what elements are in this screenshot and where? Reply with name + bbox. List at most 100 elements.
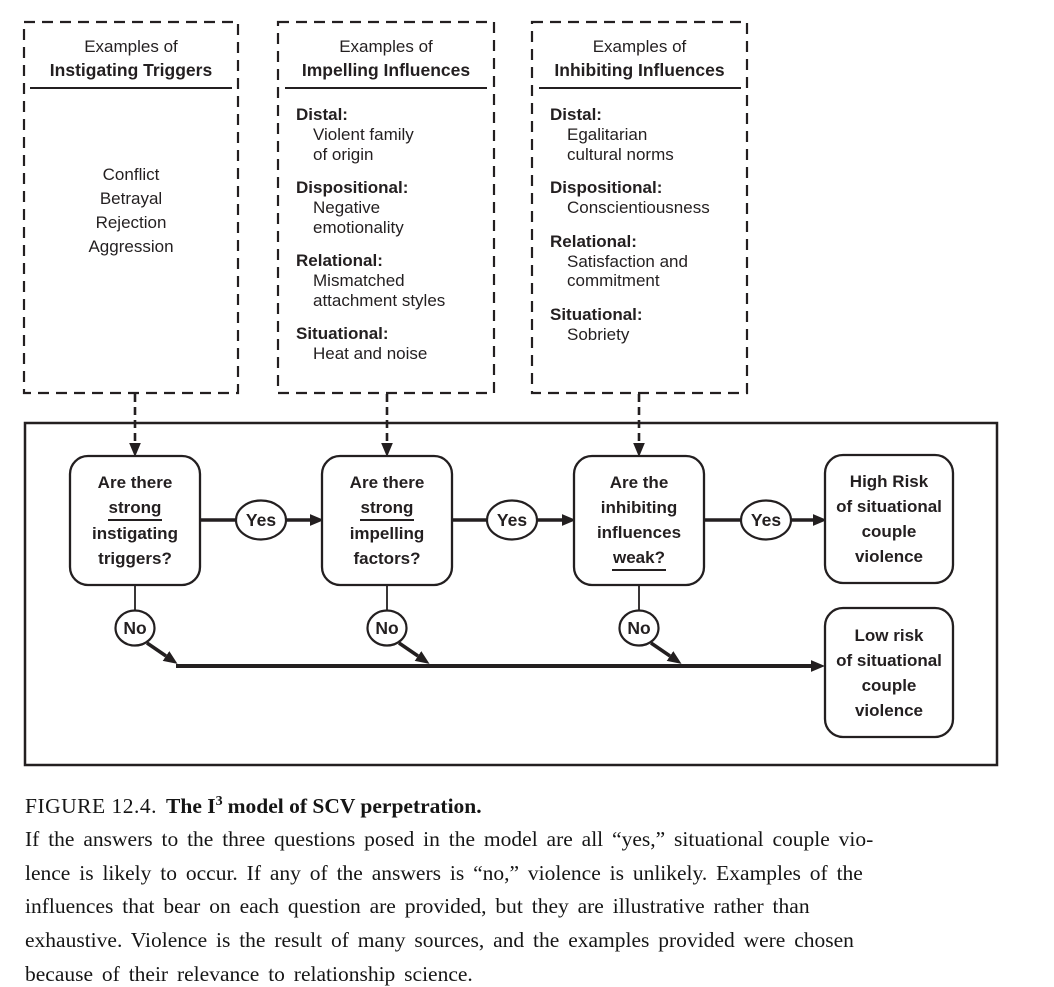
- panel-instigating-triggers: Examples of Instigating Triggers Conflic…: [24, 22, 238, 393]
- panel-heading: Examples of Instigating Triggers: [24, 22, 238, 89]
- panel-title-line1: Examples of: [84, 37, 178, 56]
- group-line: Negative: [313, 198, 381, 217]
- influence-group: Relational: Satisfaction and commitment: [532, 231, 747, 291]
- influence-group: Dispositional: Negative emotionality: [278, 177, 494, 237]
- yes-oval-3: [739, 499, 793, 541]
- group-line: commitment: [567, 271, 660, 290]
- caption-line: lence is likely to occur. If any of the …: [25, 860, 863, 885]
- instigating-item: Rejection: [95, 213, 167, 232]
- question-line: Are there: [349, 473, 425, 492]
- no-oval-3: [618, 609, 660, 647]
- no-oval-2: [366, 609, 408, 647]
- panel-heading: Examples of Inhibiting Influences: [532, 22, 747, 89]
- group-label: Relational:: [296, 251, 383, 270]
- question-3-text: Are the inhibiting influences weak?: [574, 456, 704, 585]
- group-line: Conscientiousness: [567, 198, 710, 217]
- figure-number: FIGURE 12.4.: [25, 794, 158, 819]
- outcome-line: of situational: [836, 650, 942, 670]
- caption-line: exhaustive. Violence is the result of ma…: [25, 927, 854, 952]
- panel-title-line2: Inhibiting Influences: [554, 60, 725, 80]
- yes-oval-1: [234, 499, 288, 541]
- yes-label-1: Yes: [245, 509, 277, 530]
- instigating-item: Conflict: [102, 165, 160, 184]
- underlined-word: strong: [107, 497, 163, 521]
- outcome-line: violence: [854, 700, 924, 720]
- question-line: strong: [107, 495, 163, 521]
- yes-label-2: Yes: [496, 509, 528, 530]
- panel-border-inhibiting: [530, 20, 749, 395]
- outcome-line: of situational: [836, 497, 942, 516]
- question-line: weak?: [612, 545, 666, 571]
- influence-group: Situational: Sobriety: [532, 304, 747, 345]
- instigating-item: Aggression: [88, 237, 174, 256]
- influence-group: Dispositional: Conscientiousness: [532, 177, 747, 218]
- panel-title-line1: Examples of: [592, 37, 687, 56]
- group-label: Dispositional:: [550, 178, 663, 197]
- group-line: Sobriety: [567, 324, 630, 344]
- group-line: Egalitarian: [567, 125, 648, 144]
- low-risk-text: Low risk of situational couple violence: [825, 608, 953, 737]
- group-label: Distal:: [296, 105, 348, 124]
- group-line: of origin: [313, 144, 374, 164]
- outcome-line: violence: [854, 547, 924, 566]
- outcome-line: couple: [861, 675, 917, 695]
- panel-title-line1: Examples of: [339, 37, 433, 56]
- question-line: inhibiting: [600, 498, 678, 517]
- no-arrow-3: [650, 641, 682, 664]
- superscript-3: 3: [215, 794, 223, 809]
- group-line: Mismatched: [313, 271, 405, 290]
- panel-border-impelling: [276, 20, 496, 395]
- underlined-word: weak?: [612, 547, 666, 571]
- influence-group: Relational: Mismatched attachment styles: [278, 250, 494, 310]
- group-line: cultural norms: [567, 144, 674, 164]
- caption-line: influences that bear on each question ar…: [25, 894, 810, 919]
- question-1-text: Are there strong instigating triggers?: [70, 456, 200, 585]
- influence-group: Distal: Violent family of origin: [278, 104, 494, 164]
- question-line: influences: [596, 523, 682, 542]
- group-line: Violent family: [313, 125, 414, 144]
- influence-group: Situational: Heat and noise: [278, 323, 494, 364]
- group-line: emotionality: [313, 217, 404, 237]
- heading-rule: [30, 87, 232, 89]
- caption-body: If the answers to the three questions po…: [25, 823, 1031, 987]
- panel-heading: Examples of Impelling Influences: [278, 22, 494, 89]
- panel-title-line2: Instigating Triggers: [49, 60, 213, 80]
- heading-rule: [538, 87, 741, 89]
- low-risk-box: [823, 606, 955, 739]
- group-line: attachment styles: [313, 290, 446, 310]
- question-line: triggers?: [98, 549, 172, 568]
- caption-line: If the answers to the three questions po…: [25, 827, 874, 852]
- no-label-1: No: [123, 617, 147, 638]
- question-line: Are there: [97, 473, 173, 492]
- high-risk-box: [823, 453, 955, 585]
- no-arrow-2: [398, 641, 430, 664]
- caption-line: because of their relevance to relationsh…: [25, 961, 473, 986]
- group-label: Dispositional:: [296, 178, 409, 197]
- question-line: factors?: [353, 549, 421, 568]
- panel-title-line2: Impelling Influences: [301, 60, 471, 80]
- group-line: Heat and noise: [313, 344, 428, 363]
- influence-group: Distal: Egalitarian cultural norms: [532, 104, 747, 164]
- group-label: Situational:: [550, 304, 643, 324]
- no-oval-1: [114, 609, 156, 647]
- yes-label-3: Yes: [750, 509, 782, 530]
- flowchart-frame: [23, 421, 999, 767]
- underlined-word: strong: [359, 497, 415, 521]
- panel-inhibiting-influences: Examples of Inhibiting Influences Distal…: [532, 22, 747, 393]
- no-label-2: No: [375, 617, 399, 638]
- outcome-line: Low risk: [854, 625, 924, 645]
- group-label: Situational:: [296, 324, 389, 343]
- instigating-items: Conflict Betrayal Rejection Aggression: [24, 163, 238, 259]
- high-risk-text: High Risk of situational couple violence: [825, 455, 953, 583]
- question-line: impelling: [349, 524, 425, 543]
- yes-oval-2: [485, 499, 539, 541]
- panel-impelling-influences: Examples of Impelling Influences Distal:…: [278, 22, 494, 393]
- no-label-3: No: [627, 617, 651, 638]
- panel-border-instigating: [22, 20, 240, 395]
- question-box-3: [572, 454, 706, 587]
- heading-rule: [285, 87, 487, 89]
- no-arrow-1: [146, 641, 178, 664]
